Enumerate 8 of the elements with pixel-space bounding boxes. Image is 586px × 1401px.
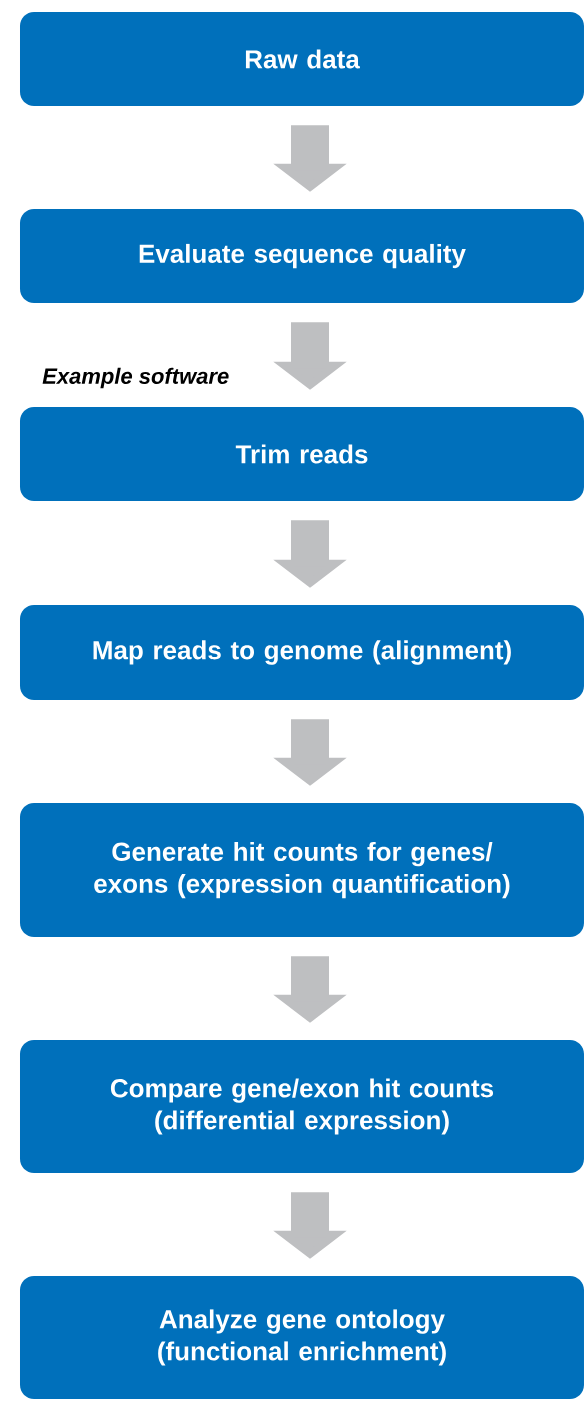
process-box: Analyze gene ontology (functional enrichment): [20, 1276, 584, 1399]
process-box: Trim reads: [20, 407, 584, 501]
process-box: Evaluate sequence quality: [20, 209, 584, 303]
process-box: Generate hit counts for genes/ exons (expression quantification): [20, 803, 584, 937]
process-box: Compare gene/exon hit counts (differential expression): [20, 1040, 584, 1173]
process-box: Map reads to genome (alignment): [20, 605, 584, 700]
process-box: Raw data: [20, 12, 584, 106]
software-label: Example software: [42, 367, 229, 389]
